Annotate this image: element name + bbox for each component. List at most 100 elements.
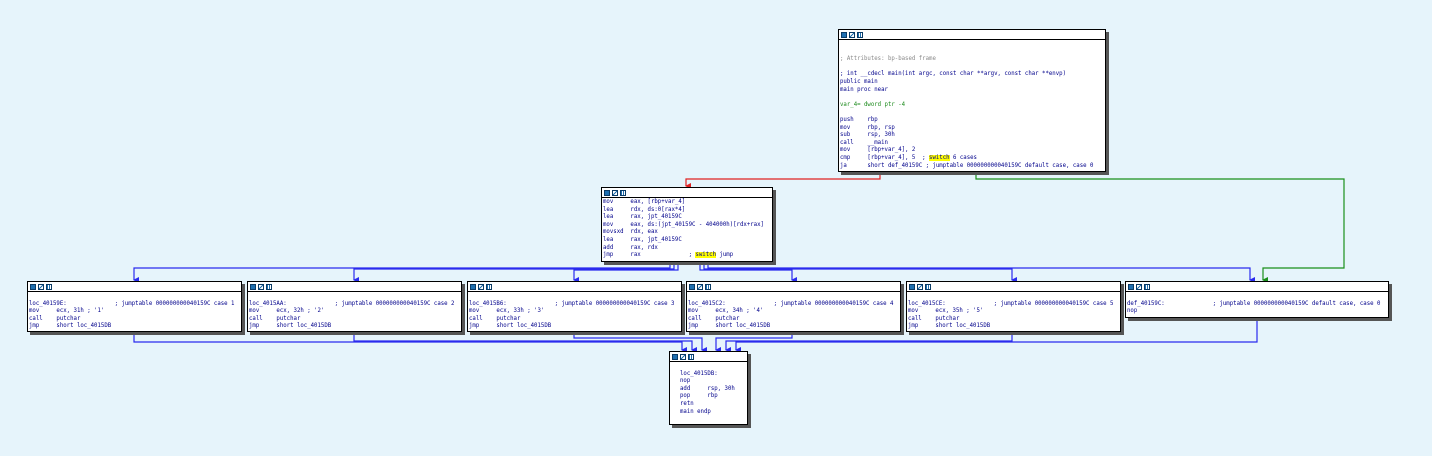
code-line	[29, 293, 239, 301]
graph-overview-icon[interactable]	[258, 283, 264, 290]
code-line[interactable]: movsxd rdx, eax	[603, 229, 658, 236]
switch-highlight[interactable]: switch	[929, 154, 950, 161]
function-signature[interactable]: ; int __cdecl main(int argc, const char …	[840, 71, 1066, 78]
graph-overview-icon[interactable]	[849, 31, 855, 38]
code-line[interactable]: call putchar	[249, 315, 301, 322]
code-line[interactable]: mov [rbp+var_4], 2	[840, 147, 916, 154]
label-line[interactable]: loc_40159E: ; jumptable 000000000040159C…	[29, 300, 235, 307]
code-line[interactable]: call putchar	[29, 315, 81, 322]
main-block-node[interactable]: ; Attributes: bp-based frame ; int __cde…	[838, 29, 1106, 172]
code-line-cmp[interactable]: cmp [rbp+var_4], 5 ; switch 6 cases	[840, 154, 1103, 163]
code-line[interactable]: call putchar	[469, 315, 521, 322]
group-nodes-icon[interactable]	[857, 31, 863, 38]
switch-jump-node[interactable]: mov eax, [rbp+var_4] lea rdx, ds:0[rax*4…	[601, 187, 773, 262]
code-line[interactable]: add rax, rdx	[603, 244, 658, 251]
group-nodes-icon[interactable]	[1144, 283, 1150, 290]
code-text: jump	[716, 252, 734, 259]
code-line[interactable]: mov ecx, 34h ; '4'	[688, 308, 764, 315]
code-line-jmp[interactable]: jmp rax ; switch jump	[603, 252, 770, 260]
color-icon[interactable]	[1128, 283, 1134, 290]
code-line[interactable]: call __main	[840, 139, 888, 146]
code-line	[249, 293, 459, 301]
graph-overview-icon[interactable]	[478, 283, 484, 290]
color-icon[interactable]	[672, 353, 678, 360]
code-line[interactable]: jmp short loc_4015DB	[908, 323, 991, 330]
group-nodes-icon[interactable]	[46, 283, 52, 290]
code-line	[840, 109, 1103, 117]
code-line[interactable]: call putchar	[688, 315, 740, 322]
code-line[interactable]: mov eax, [rbp+var_4]	[603, 199, 686, 205]
code-line	[840, 49, 1103, 57]
case-1-node[interactable]: loc_40159E: ; jumptable 000000000040159C…	[27, 281, 242, 332]
code-line	[469, 293, 679, 301]
graph-overview-icon[interactable]	[680, 353, 686, 360]
color-icon[interactable]	[30, 283, 36, 290]
code-line	[908, 293, 1118, 301]
color-icon[interactable]	[841, 31, 847, 38]
code-line: ; Attributes: bp-based frame	[840, 56, 936, 63]
code-line[interactable]: lea rax, jpt_40159C	[603, 236, 682, 243]
code-line[interactable]: add rsp, 30h	[680, 385, 735, 392]
code-line[interactable]: retn	[680, 400, 694, 407]
node-toolbar	[839, 30, 1105, 40]
code-line[interactable]: jmp short loc_4015DB	[29, 323, 112, 330]
group-nodes-icon[interactable]	[266, 283, 272, 290]
switch-highlight[interactable]: switch	[695, 252, 716, 259]
node-toolbar	[602, 188, 772, 198]
code-line[interactable]: main proc near	[840, 86, 888, 93]
group-nodes-icon[interactable]	[486, 283, 492, 290]
color-icon[interactable]	[604, 189, 610, 196]
graph-overview-icon[interactable]	[38, 283, 44, 290]
code-line[interactable]: mov rbp, rsp	[840, 124, 895, 131]
color-icon[interactable]	[470, 283, 476, 290]
code-line-ja[interactable]: ja short def_40159C ; jumptable 00000000…	[840, 162, 1094, 169]
label-line[interactable]: loc_4015CE: ; jumptable 000000000040159C…	[908, 300, 1114, 307]
case-3-node[interactable]: loc_4015B6: ; jumptable 000000000040159C…	[467, 281, 682, 332]
color-icon[interactable]	[909, 283, 915, 290]
code-line[interactable]: jmp short loc_4015DB	[249, 323, 332, 330]
graph-overview-icon[interactable]	[1136, 283, 1142, 290]
graph-overview-icon[interactable]	[612, 189, 618, 196]
group-nodes-icon[interactable]	[925, 283, 931, 290]
code-line[interactable]: public main	[840, 78, 878, 85]
code-line[interactable]: main endp	[680, 408, 711, 415]
code-line[interactable]: nop	[680, 378, 691, 385]
code-line[interactable]: nop	[1127, 308, 1138, 315]
case-2-node[interactable]: loc_4015AA: ; jumptable 000000000040159C…	[247, 281, 462, 332]
color-icon[interactable]	[689, 283, 695, 290]
exit-block-node[interactable]: loc_4015DB: nop add rsp, 30h pop rbp ret…	[669, 351, 748, 425]
edge-main-to-default	[975, 172, 1345, 283]
node-toolbar	[1126, 282, 1388, 292]
label-line[interactable]: loc_4015DB:	[680, 370, 718, 377]
label-line[interactable]: loc_4015B6: ; jumptable 000000000040159C…	[469, 300, 675, 307]
code-line	[840, 41, 1103, 49]
stack-var-line[interactable]: var_4= dword ptr -4	[840, 101, 906, 108]
group-nodes-icon[interactable]	[688, 353, 694, 360]
code-line[interactable]: lea rax, jpt_40159C	[603, 214, 682, 221]
code-line[interactable]: call putchar	[908, 315, 960, 322]
code-line[interactable]: push rbp	[840, 116, 878, 123]
label-line[interactable]: loc_4015AA: ; jumptable 000000000040159C…	[249, 300, 455, 307]
code-line[interactable]: jmp short loc_4015DB	[688, 323, 771, 330]
code-line[interactable]: lea rdx, ds:0[rax*4]	[603, 206, 686, 213]
code-line	[840, 94, 1103, 102]
node-toolbar	[687, 282, 900, 292]
code-line[interactable]: jmp short loc_4015DB	[469, 323, 552, 330]
code-line[interactable]: mov ecx, 33h ; '3'	[469, 308, 545, 315]
graph-overview-icon[interactable]	[917, 283, 923, 290]
code-line[interactable]: sub rsp, 30h	[840, 132, 895, 139]
group-nodes-icon[interactable]	[705, 283, 711, 290]
code-line[interactable]: mov ecx, 31h ; '1'	[29, 308, 105, 315]
case-5-node[interactable]: loc_4015CE: ; jumptable 000000000040159C…	[906, 281, 1121, 332]
color-icon[interactable]	[250, 283, 256, 290]
label-line[interactable]: loc_4015C2: ; jumptable 000000000040159C…	[688, 300, 894, 307]
code-line[interactable]: pop rbp	[680, 393, 718, 400]
code-line[interactable]: mov ecx, 32h ; '2'	[249, 308, 325, 315]
code-line[interactable]: mov eax, ds:(jpt_40159C - 404000h)[rdx+r…	[603, 221, 764, 228]
default-case-node[interactable]: def_40159C: ; jumptable 000000000040159C…	[1125, 281, 1389, 318]
group-nodes-icon[interactable]	[620, 189, 626, 196]
case-4-node[interactable]: loc_4015C2: ; jumptable 000000000040159C…	[686, 281, 901, 332]
label-line[interactable]: def_40159C: ; jumptable 000000000040159C…	[1127, 300, 1381, 307]
code-line[interactable]: mov ecx, 35h ; '5'	[908, 308, 984, 315]
graph-overview-icon[interactable]	[697, 283, 703, 290]
